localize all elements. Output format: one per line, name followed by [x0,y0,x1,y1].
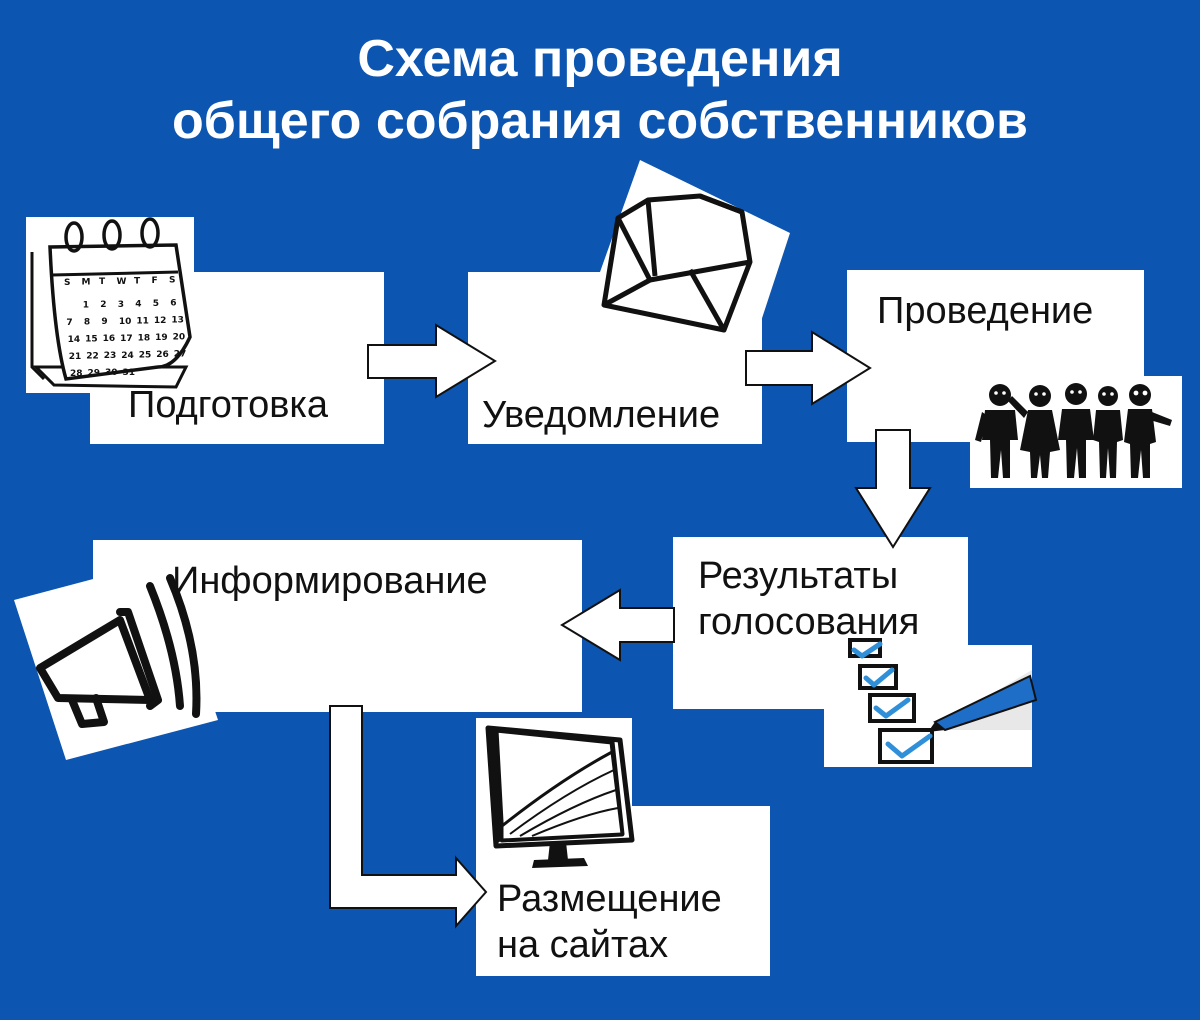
checklist-icon-backing [824,645,1032,767]
step-label-website-posting-line1: Размещение [497,878,722,920]
step-label-preparation: Подготовка [128,384,329,426]
title-line-1: Схема проведения [357,30,843,88]
step-label-voting-results: Результаты голосования [698,553,919,645]
arrow-informing-to-website [329,705,488,929]
step-label-holding: Проведение [877,290,1094,332]
step-label-website-posting: Размещение на сайтах [497,876,722,968]
step-label-voting-results-line1: Результаты [698,555,899,597]
people-icon-backing [970,376,1182,488]
title-line-2: общего собрания собственников [171,92,1029,150]
diagram-title: Схема проведения общего собрания собстве… [0,28,1200,152]
arrow-holding-to-results [854,429,932,549]
step-label-informing: Информирование [172,560,488,602]
step-label-notification: Уведомление [482,394,721,436]
step-label-voting-results-line2: голосования [698,601,920,643]
step-box-website-posting [476,718,632,808]
step-label-website-posting-line2: на сайтах [497,924,669,966]
calendar-icon-backing [26,217,194,393]
